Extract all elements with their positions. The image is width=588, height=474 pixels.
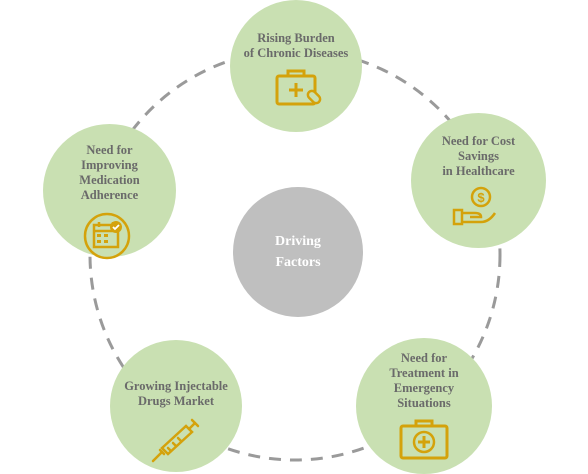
center-driving-factors: Driving Factors <box>233 187 363 317</box>
factor-label: Need for Improving Medication Adherence <box>79 143 140 202</box>
syringe-icon <box>151 418 200 463</box>
money-hand-icon: $ <box>452 186 497 226</box>
factor-cost-savings: Need for Cost Savings in Healthcare $ <box>411 113 546 248</box>
factor-injectable-drugs-market: Growing Injectable Drugs Market <box>110 340 242 472</box>
svg-text:$: $ <box>477 190 485 205</box>
factor-label: Rising Burden of Chronic Diseases <box>243 31 349 60</box>
factor-label: Need for Cost Savings in Healthcare <box>441 134 516 178</box>
factor-label: Need for Treatment in Emergency Situatio… <box>389 351 459 410</box>
first-aid-kit-icon <box>399 419 449 460</box>
calendar-check-icon <box>83 212 131 260</box>
factor-emergency-treatment: Need for Treatment in Emergency Situatio… <box>356 338 492 474</box>
medical-bag-icon <box>275 69 322 106</box>
factor-label: Growing Injectable Drugs Market <box>124 379 228 408</box>
factor-medication-adherence: Need for Improving Medication Adherence <box>43 124 176 260</box>
factor-chronic-diseases: Rising Burden of Chronic Diseases <box>230 0 362 132</box>
